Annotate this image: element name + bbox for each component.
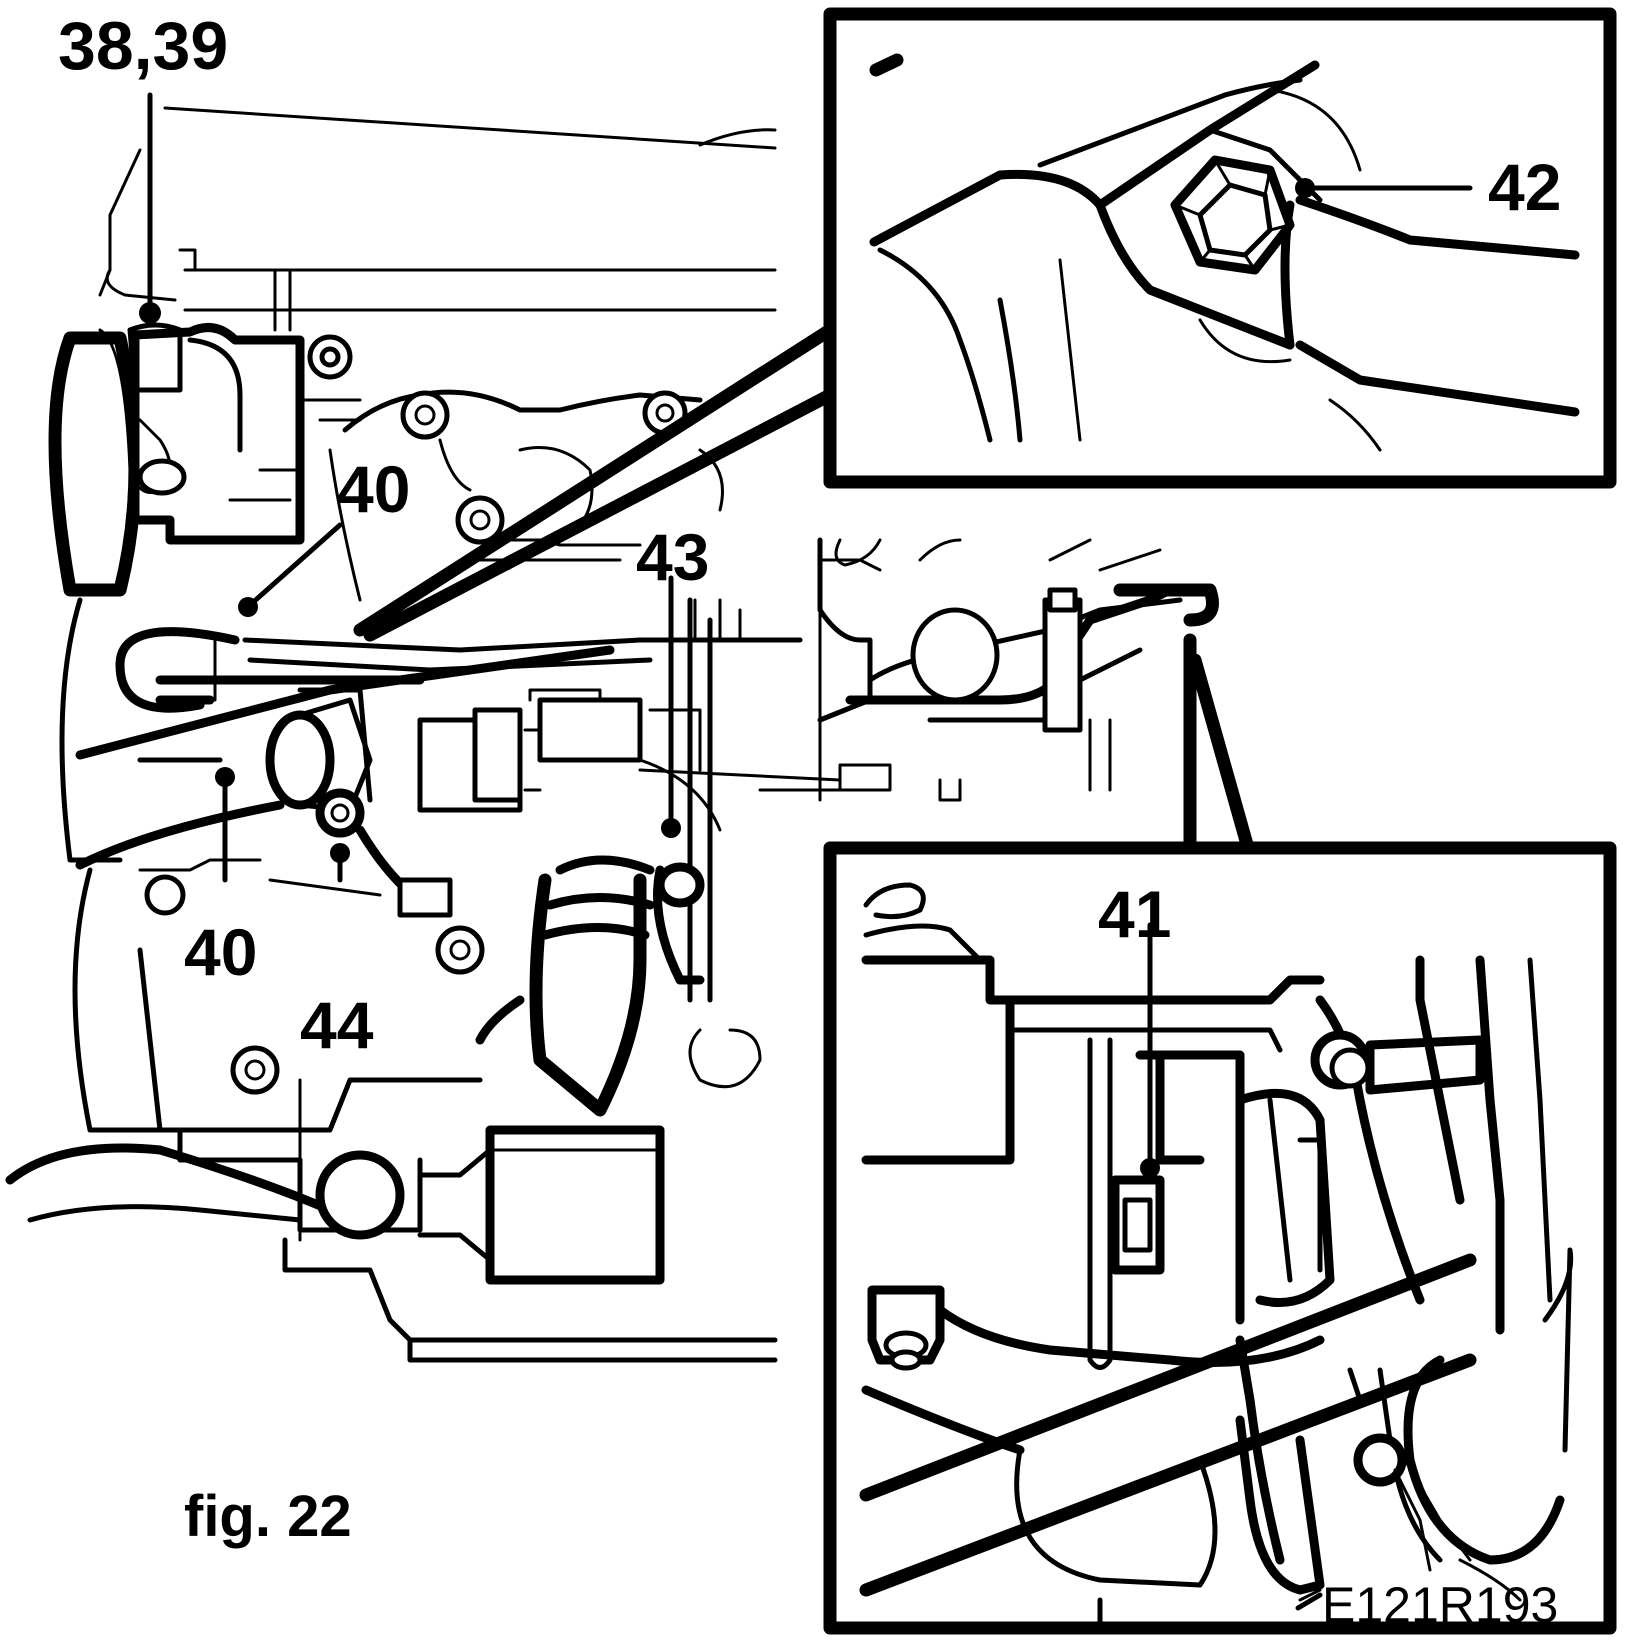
figure-caption: fig. 22 — [184, 1484, 352, 1549]
inset-bottom-right — [823, 633, 1617, 1635]
callout-42: 42 — [1488, 150, 1561, 224]
callout-38-39: 38,39 — [58, 8, 228, 84]
callout-leaders — [139, 92, 1473, 1178]
callout-40-upper: 40 — [337, 452, 410, 526]
callout-40-lower: 40 — [184, 915, 257, 989]
callout-44: 44 — [300, 988, 374, 1062]
figure-reference-code: E121R193 — [1322, 1577, 1558, 1633]
callout-43: 43 — [636, 520, 709, 594]
main-engine-illustration — [5, 106, 1219, 1363]
inset-top-right — [353, 7, 1617, 642]
callout-41: 41 — [1098, 877, 1171, 951]
